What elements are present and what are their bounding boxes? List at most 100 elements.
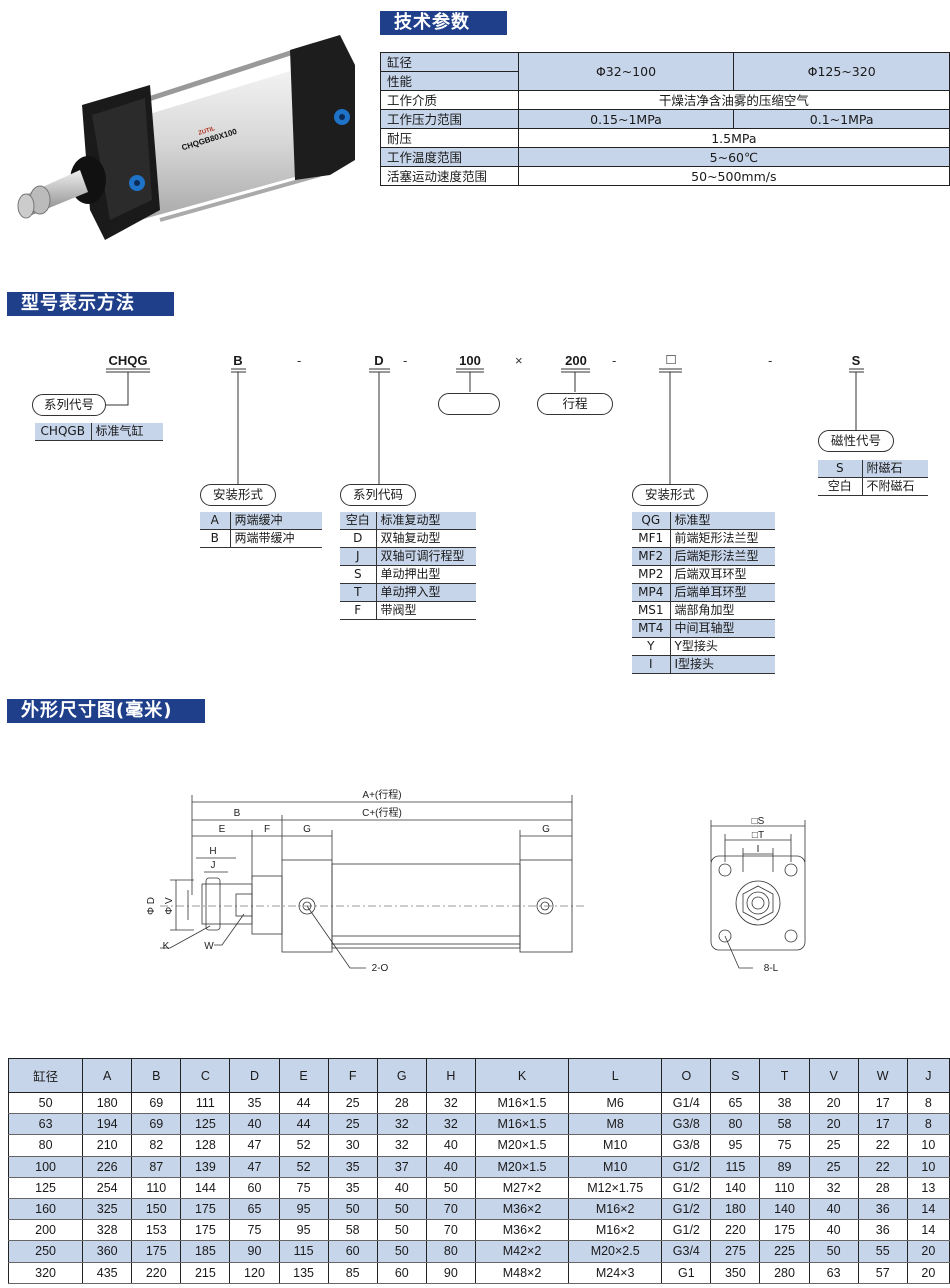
table-cell: 10 <box>906 1134 950 1157</box>
bore-label: 缸径 <box>380 52 519 72</box>
table-cell: 89 <box>759 1156 810 1178</box>
table-cell: G3/8 <box>661 1113 712 1136</box>
table-cell: G3/8 <box>661 1134 712 1157</box>
table-cell: 215 <box>180 1262 231 1284</box>
dim-h-label: H <box>209 846 216 857</box>
table-cell: 85 <box>327 1262 378 1284</box>
table-cell: 95 <box>710 1134 761 1157</box>
table-cell: 111 <box>180 1092 231 1115</box>
table-cell: M36×2 <box>474 1198 570 1221</box>
table-cell: 75 <box>229 1219 280 1242</box>
type-key: J <box>340 547 377 566</box>
table-cell: 80 <box>425 1240 476 1263</box>
mount2-value: 后端矩形法兰型 <box>670 547 775 566</box>
table-cell: M16×2 <box>568 1219 663 1242</box>
table-cell: 153 <box>131 1219 182 1242</box>
table-cell: 57 <box>857 1262 908 1284</box>
table-cell: 17 <box>857 1092 908 1115</box>
table-cell: 220 <box>131 1262 182 1284</box>
table-cell: 22 <box>857 1156 908 1178</box>
dim-o-label: 2-O <box>372 963 389 974</box>
pressure-value-1: 0.15~1MPa <box>517 109 735 129</box>
type-value: 单动押出型 <box>376 565 476 584</box>
dim-g2-label: G <box>542 824 550 835</box>
model-section-title: 型号表示方法 <box>7 292 174 316</box>
table-cell: M36×2 <box>474 1219 570 1242</box>
dim-s-label: □S <box>752 816 765 827</box>
table-cell: 40 <box>229 1113 280 1136</box>
type-value: 双轴复动型 <box>376 529 476 548</box>
table-cell: 63 <box>808 1262 859 1284</box>
code-magnet: S <box>851 353 861 368</box>
column-header: D <box>229 1058 280 1093</box>
table-cell: 13 <box>906 1177 950 1199</box>
table-cell: M16×1.5 <box>474 1092 570 1115</box>
table-cell: 50 <box>376 1198 427 1221</box>
table-cell: 180 <box>82 1092 133 1115</box>
table-cell: G1/2 <box>661 1198 712 1221</box>
type-key: 空白 <box>340 512 377 530</box>
type-pill: 系列代码 <box>340 484 416 506</box>
column-header: O <box>661 1058 712 1093</box>
stroke-pill: 行程 <box>537 393 613 415</box>
table-cell: 350 <box>710 1262 761 1284</box>
table-cell: 40 <box>808 1198 859 1221</box>
dash-4: - <box>768 353 773 368</box>
table-cell: 25 <box>327 1113 378 1136</box>
brand-text: ZUTIL <box>198 126 216 137</box>
table-cell: 128 <box>180 1134 231 1157</box>
mount2-key: MS1 <box>632 601 671 620</box>
table-cell: 40 <box>808 1219 859 1242</box>
table-cell: 185 <box>180 1240 231 1263</box>
table-cell: 32 <box>808 1177 859 1199</box>
dash-1: - <box>297 353 302 368</box>
table-cell: 120 <box>229 1262 280 1284</box>
medium-label: 工作介质 <box>380 90 519 110</box>
code-stroke: 200 <box>565 353 587 368</box>
mount-pill: 安装形式 <box>200 484 276 506</box>
mount2-value: 标准型 <box>670 512 775 530</box>
table-cell: 60 <box>376 1262 427 1284</box>
table-cell: 37 <box>376 1156 427 1178</box>
table-cell: 58 <box>327 1219 378 1242</box>
table-cell: M20×1.5 <box>474 1134 570 1157</box>
medium-value: 干燥洁净含油雾的压缩空气 <box>517 90 950 110</box>
table-cell: 50 <box>425 1177 476 1199</box>
mount-key: B <box>200 529 231 548</box>
bore-range-2: Φ125~320 <box>733 52 950 91</box>
table-cell: 254 <box>82 1177 133 1199</box>
table-cell: 52 <box>278 1156 329 1178</box>
table-cell: M8 <box>568 1113 663 1136</box>
table-cell: 125 <box>180 1113 231 1136</box>
table-cell: 70 <box>425 1198 476 1221</box>
mount-value: 两端带缓冲 <box>230 529 322 548</box>
dim-a-label: A+(行程) <box>362 788 401 801</box>
series-value: 标准气缸 <box>91 423 163 441</box>
table-cell: 65 <box>710 1092 761 1115</box>
dim-k-label: K <box>163 941 170 952</box>
mount2-value: 中间耳轴型 <box>670 619 775 638</box>
mount2-value: 后端双耳环型 <box>670 565 775 584</box>
table-cell: 36 <box>857 1219 908 1242</box>
table-cell: 325 <box>82 1198 133 1221</box>
table-cell: G1/2 <box>661 1219 712 1242</box>
dim-d-label: Φ D <box>146 897 157 915</box>
type-key: D <box>340 529 377 548</box>
table-cell: 10 <box>906 1156 950 1178</box>
table-cell: 180 <box>710 1198 761 1221</box>
magnet-pill: 磁性代号 <box>818 430 894 452</box>
table-cell: M27×2 <box>474 1177 570 1199</box>
temp-label: 工作温度范围 <box>380 147 519 167</box>
table-cell: 140 <box>759 1198 810 1221</box>
table-cell: 8 <box>906 1113 950 1136</box>
table-cell: 50 <box>327 1198 378 1221</box>
column-header: E <box>278 1058 329 1093</box>
table-cell: 20 <box>808 1092 859 1115</box>
column-header: F <box>327 1058 378 1093</box>
